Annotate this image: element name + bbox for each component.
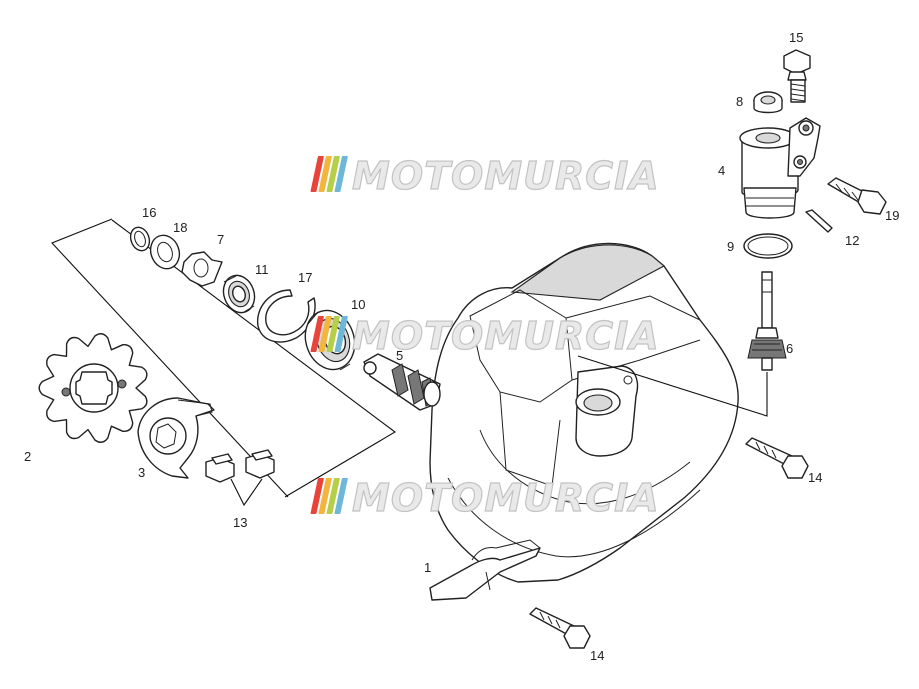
drive-housing [739, 117, 821, 219]
housing-cover [429, 242, 739, 601]
callout-2: 2 [24, 449, 31, 464]
callout-15: 15 [789, 30, 803, 45]
o-ring [743, 233, 793, 259]
callout-3: 3 [138, 465, 145, 480]
callout-13: 13 [233, 515, 247, 530]
callout-12: 12 [845, 233, 859, 248]
bolt-pair [205, 449, 275, 507]
callout-labels: 1 2 3 4 5 6 7 8 9 10 11 12 13 14 14 15 1… [24, 30, 899, 663]
bolt-bottom [529, 607, 591, 649]
leader-6 [577, 355, 768, 417]
top-bolt [783, 49, 811, 103]
callout-18: 18 [173, 220, 187, 235]
watermark-text: MOTOMURCIA [352, 314, 660, 358]
callout-19: 19 [885, 208, 899, 223]
watermark: MOTOMURCIA MOTOMURCIA MOTOMURCIA [310, 153, 660, 521]
lock-washer [181, 251, 223, 287]
callout-5: 5 [396, 348, 403, 363]
circlip-small [129, 226, 151, 252]
worm-gear [363, 353, 441, 411]
watermark-text: MOTOMURCIA [352, 154, 660, 198]
callout-7: 7 [217, 232, 224, 247]
washer [149, 234, 181, 270]
callout-10: 10 [351, 297, 365, 312]
retainer-plate [137, 397, 215, 479]
watermark-middle: MOTOMURCIA [310, 313, 660, 359]
callout-14-right: 14 [808, 470, 822, 485]
snap-ring [256, 289, 316, 343]
callout-6: 6 [786, 341, 793, 356]
sprocket [38, 333, 148, 443]
callout-17: 17 [298, 270, 312, 285]
side-bolt [827, 177, 887, 215]
watermark-bottom: MOTOMURCIA [310, 475, 660, 521]
callout-9: 9 [727, 239, 734, 254]
bearing-11 [222, 274, 256, 314]
pin [805, 209, 833, 233]
watermark-top: MOTOMURCIA [310, 153, 660, 199]
driven-gear [747, 271, 787, 371]
bolt-right [745, 437, 809, 479]
callout-8: 8 [736, 94, 743, 109]
callout-16: 16 [142, 205, 156, 220]
callout-14-bottom: 14 [590, 648, 604, 663]
callout-4: 4 [718, 163, 725, 178]
bushing [753, 91, 783, 114]
callout-1: 1 [424, 560, 431, 575]
watermark-text: MOTOMURCIA [352, 476, 660, 520]
callout-11: 11 [255, 262, 269, 277]
